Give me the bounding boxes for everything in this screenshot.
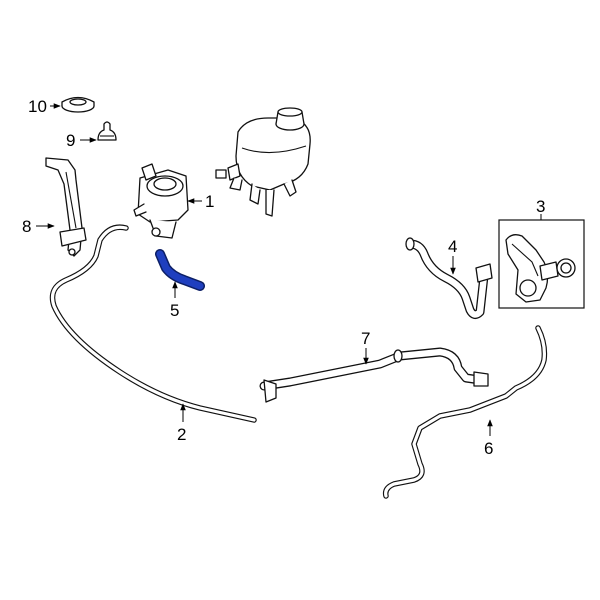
callout-10-label: 10 <box>28 97 47 116</box>
callout-5: 5 <box>170 281 179 320</box>
part-2-tube[interactable] <box>49 224 257 423</box>
part-7-hose[interactable] <box>259 347 489 403</box>
callout-10: 10 <box>28 97 61 116</box>
callout-8-label: 8 <box>22 217 31 236</box>
callout-4-label: 4 <box>448 237 457 256</box>
part-9-clip[interactable] <box>97 121 117 141</box>
callout-1-label: 1 <box>205 192 214 211</box>
part-10-cap[interactable] <box>61 96 95 113</box>
callout-4: 4 <box>448 237 457 275</box>
callout-1: 1 <box>187 192 214 211</box>
part-8-bracket[interactable] <box>45 157 87 257</box>
callout-9: 9 <box>66 131 97 150</box>
callout-2-label: 2 <box>177 425 186 444</box>
callout-7-label: 7 <box>361 329 370 348</box>
callout-3: 3 <box>536 197 545 220</box>
callout-3-label: 3 <box>536 197 545 216</box>
part-4-hose[interactable] <box>405 237 493 320</box>
part-1-pump[interactable] <box>133 163 189 239</box>
expansion-tank <box>215 107 311 217</box>
part-5-hose[interactable] <box>155 249 205 291</box>
callout-8: 8 <box>22 217 55 236</box>
part-6-line[interactable] <box>382 325 548 499</box>
callout-5-label: 5 <box>170 301 179 320</box>
callout-7: 7 <box>361 329 370 365</box>
callout-9-label: 9 <box>66 131 75 150</box>
callout-2: 2 <box>177 403 186 444</box>
callout-6: 6 <box>484 419 493 458</box>
callout-6-label: 6 <box>484 439 493 458</box>
part-3-box[interactable] <box>498 219 585 309</box>
